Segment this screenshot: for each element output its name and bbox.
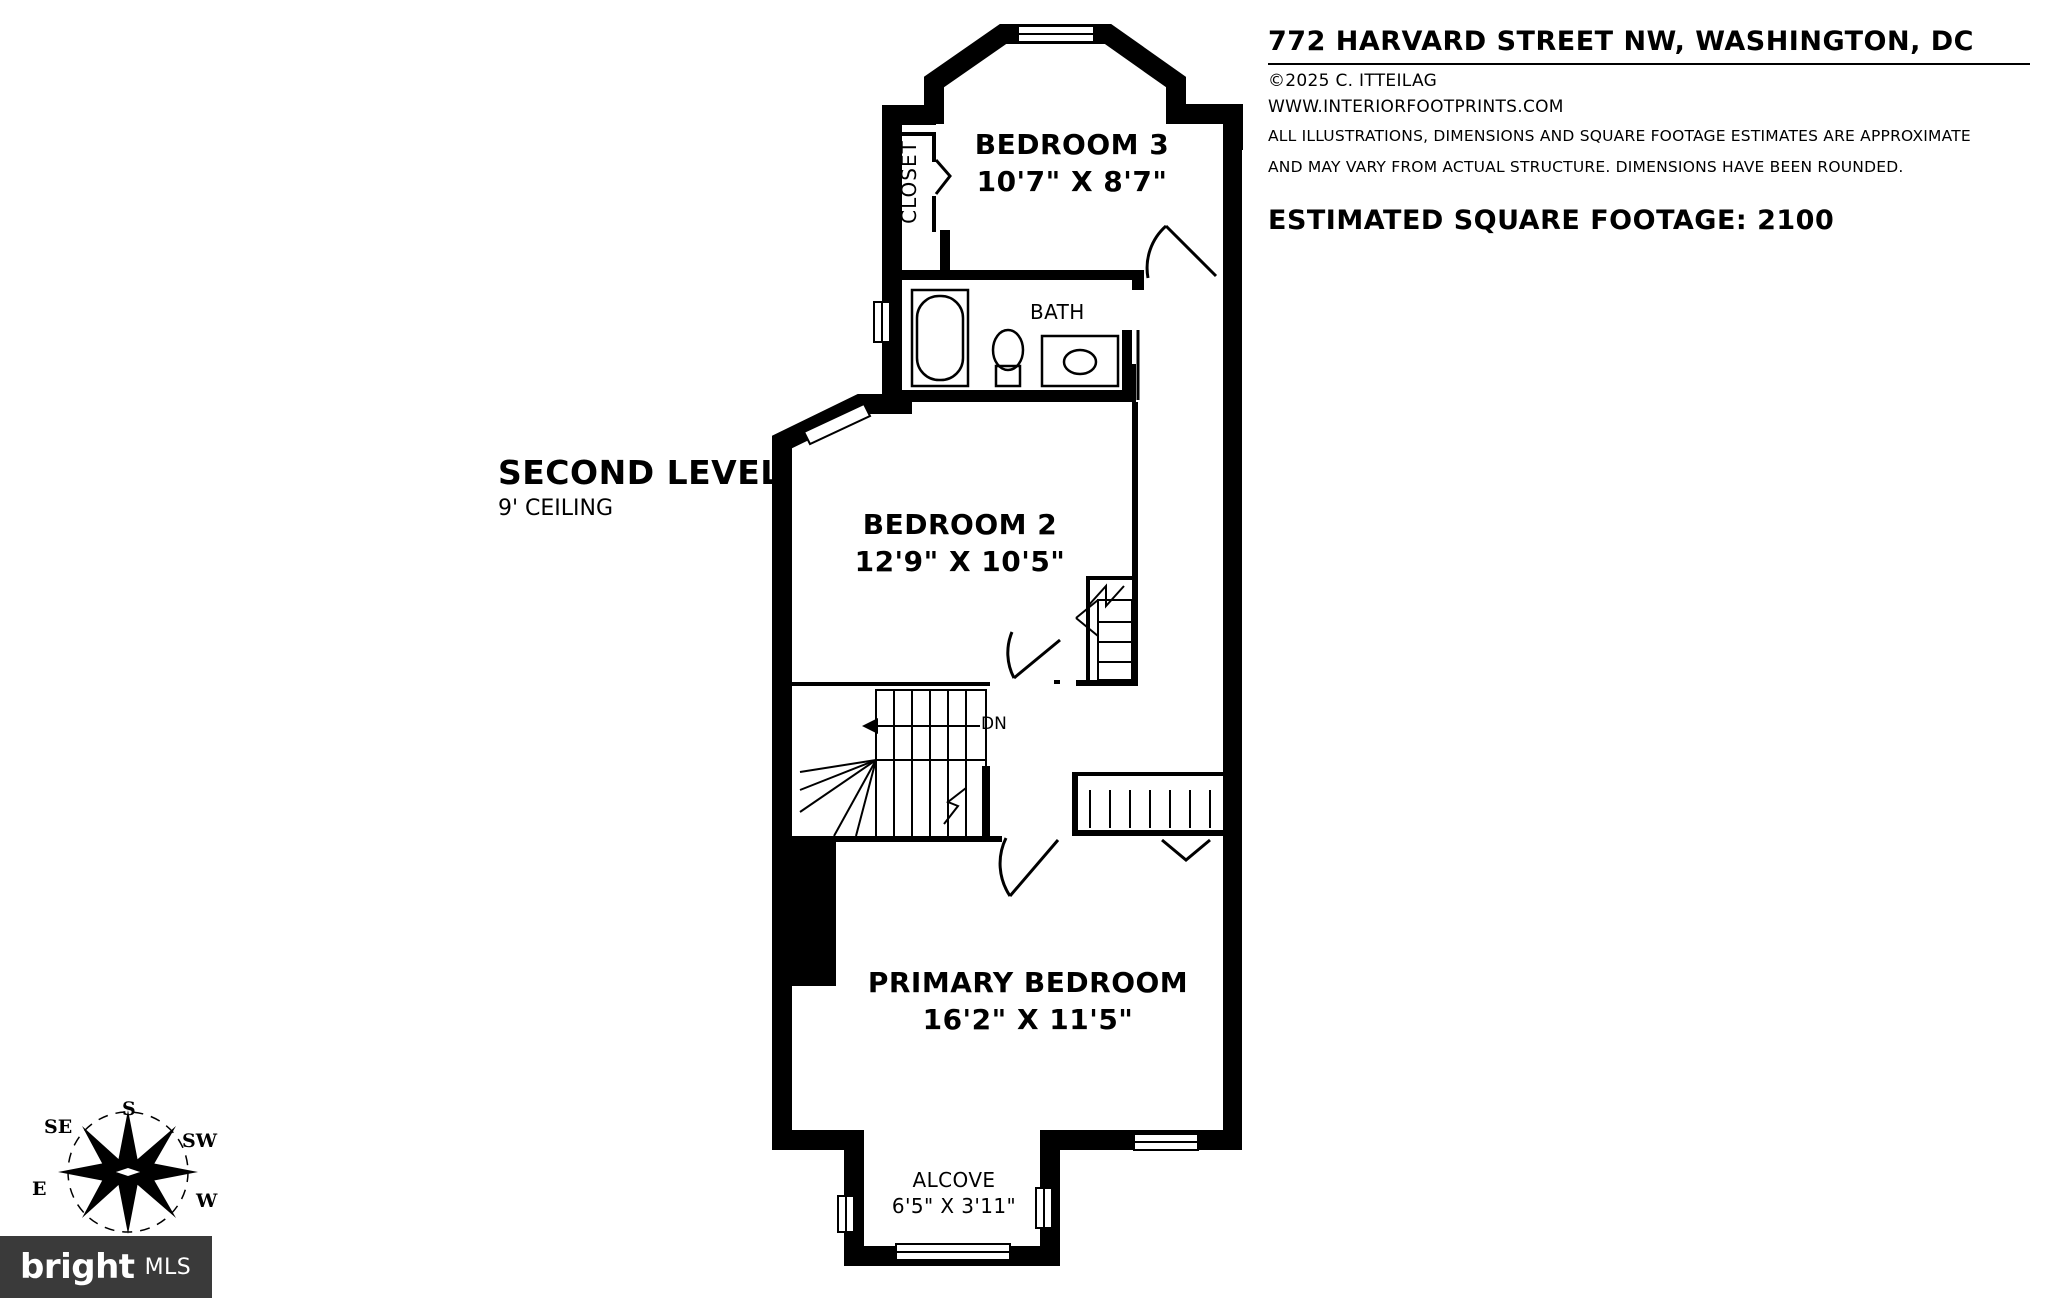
room-bedroom-2: BEDROOM 2 12'9" X 10'5" (855, 508, 1066, 578)
logo-brand: bright (20, 1247, 135, 1287)
room-name: PRIMARY BEDROOM (867, 966, 1189, 999)
room-dimensions: 6'5" X 3'11" (891, 1194, 1017, 1218)
compass-west-label: W (196, 1190, 218, 1212)
room-bedroom-3: BEDROOM 3 10'7" X 8'7" (975, 128, 1169, 198)
compass-southeast-label: SE (44, 1116, 73, 1138)
room-closet: CLOSET (897, 140, 921, 224)
room-name: ALCOVE (912, 1168, 996, 1192)
room-name: BEDROOM 3 (974, 128, 1170, 161)
website-text: WWW.INTERIORFOOTPRINTS.COM (1268, 97, 1564, 117)
room-dimensions: 10'7" X 8'7" (976, 165, 1168, 198)
level-title: SECOND LEVEL (498, 453, 782, 492)
room-alcove: ALCOVE 6'5" X 3'11" (892, 1168, 1016, 1218)
compass-east-label: E (32, 1178, 47, 1200)
room-dimensions: 12'9" X 10'5" (854, 545, 1066, 578)
room-bath: BATH (1030, 300, 1085, 324)
bedroom2-window (802, 402, 872, 446)
level-label: SECOND LEVEL 9' CEILING (498, 453, 782, 521)
disclaimer-line-1: ALL ILLUSTRATIONS, DIMENSIONS AND SQUARE… (1268, 127, 1971, 145)
stairs (799, 583, 1211, 837)
compass-south-label: S (122, 1098, 136, 1120)
disclaimer: ALL ILLUSTRATIONS, DIMENSIONS AND SQUARE… (1268, 121, 2028, 183)
property-address: 772 HARVARD STREET NW, WASHINGTON, DC (1268, 26, 1974, 57)
logo-suffix: MLS (144, 1254, 192, 1280)
room-primary-bedroom: PRIMARY BEDROOM 16'2" X 11'5" (868, 966, 1188, 1036)
copyright-text: ©2025 C. ITTEILAG (1268, 71, 1438, 91)
room-name: BEDROOM 2 (862, 508, 1058, 541)
ceiling-height: 9' CEILING (498, 496, 614, 521)
windows (837, 25, 1199, 1261)
stairs-down-label: DN (981, 714, 1007, 734)
compass-rose-icon (58, 1110, 198, 1234)
disclaimer-line-2: AND MAY VARY FROM ACTUAL STRUCTURE. DIME… (1268, 158, 1904, 176)
doors (934, 159, 1218, 897)
square-footage: ESTIMATED SQUARE FOOTAGE: 2100 (1268, 205, 1835, 236)
angled-walls (772, 24, 1243, 462)
header-info: 772 HARVARD STREET NW, WASHINGTON, DC ©2… (1268, 26, 2030, 236)
stairs-down-arrow (862, 718, 878, 734)
bath-fixtures (910, 288, 1120, 388)
bright-mls-logo: bright MLS (0, 1236, 212, 1298)
header-divider (1268, 63, 2030, 65)
closet-walls (902, 132, 936, 232)
room-dimensions: 16'2" X 11'5" (922, 1003, 1134, 1036)
compass-southwest-label: SW (182, 1130, 218, 1152)
